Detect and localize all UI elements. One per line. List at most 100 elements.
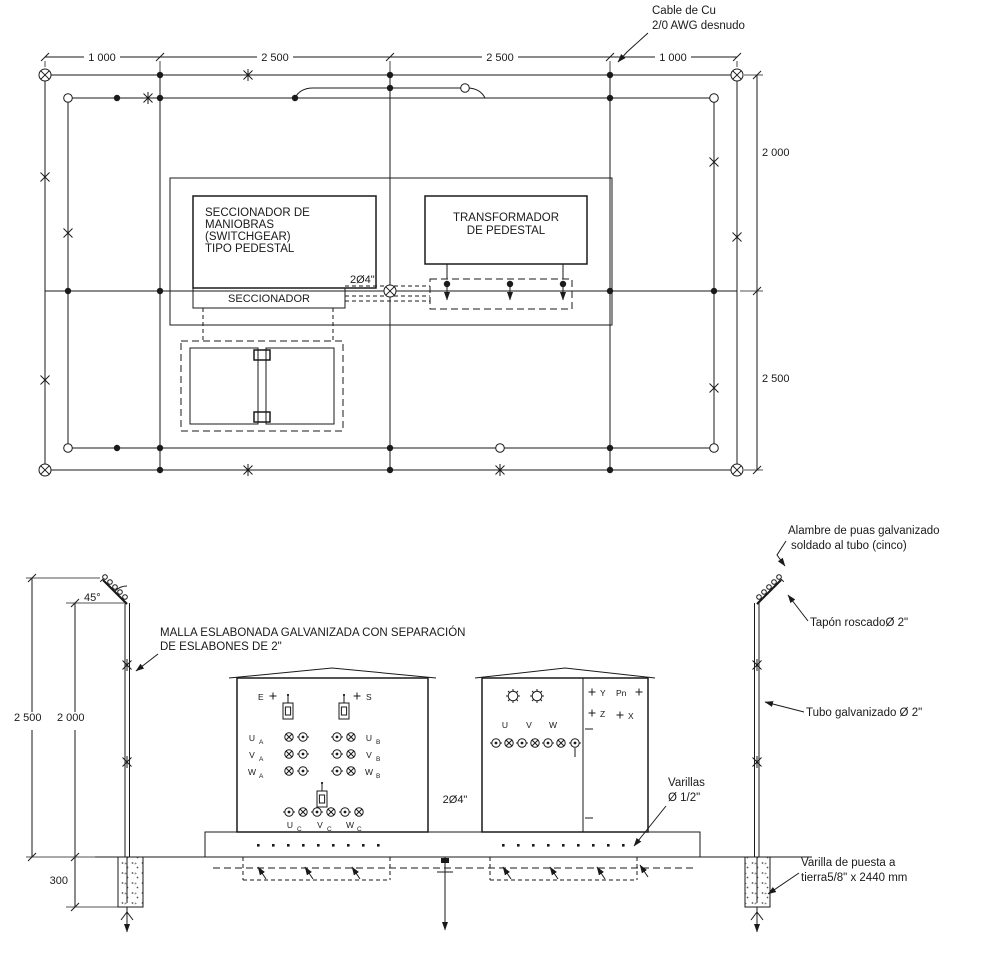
fuse-icon	[282, 693, 294, 720]
cap-note: Tapón roscadoØ 2"	[787, 594, 908, 629]
plan-view: 1 000 2 500 2 500 1 000 2 000 2 500 Cabl…	[38, 5, 790, 477]
barbed-note-line: soldado al tubo (cinco)	[791, 540, 907, 552]
leader-line	[776, 540, 787, 567]
transformer-body	[481, 677, 649, 833]
junction-dot-icon	[113, 94, 121, 102]
junction-dot-icon	[386, 466, 394, 474]
fuse-icon	[338, 693, 350, 720]
mesh-tie-icon	[752, 755, 762, 769]
plan-dimension-right: 2 000 2 500	[740, 70, 790, 475]
switchgear-label-line: MANIOBRAS	[205, 219, 274, 231]
terminal-label: Z	[600, 709, 605, 719]
conduit-label: 2Ø4"	[443, 794, 468, 806]
leader-line	[135, 653, 159, 672]
right-fence-post	[752, 574, 785, 857]
duct-bank-cell	[265, 347, 335, 425]
mesh-tie-icon	[122, 658, 132, 672]
switchgear-body	[236, 677, 429, 833]
ground-grid	[44, 74, 738, 471]
ground-rod-icon	[63, 226, 73, 240]
tube-note: Tubo galvanizado Ø 2"	[764, 701, 922, 719]
junction-dot-icon	[606, 466, 614, 474]
grid-inner-loop	[67, 97, 715, 449]
cable-joint-icon	[709, 443, 719, 453]
corner-rod-icon	[383, 284, 397, 298]
terminal-label: U	[287, 820, 293, 830]
transformer-box	[424, 195, 588, 265]
ground-rod-icon	[40, 170, 50, 184]
foundation-rebar	[213, 844, 695, 931]
leader-line	[764, 701, 805, 713]
mesh-note-line: MALLA ESLABONADA GALVANIZADA CON SEPARAC…	[160, 626, 466, 639]
bushing-icon	[346, 766, 356, 776]
corner-rod-icon	[38, 463, 52, 477]
terminal-label: W	[248, 767, 256, 777]
terminal-label: X	[628, 711, 634, 721]
junction-dot-icon	[156, 287, 164, 295]
junction-dot-icon	[710, 287, 718, 295]
mesh-note: MALLA ESLABONADA GALVANIZADA CON SEPARAC…	[135, 626, 466, 672]
cable-joint-icon	[709, 93, 719, 103]
ground-rod-icon	[40, 373, 50, 387]
dim-label: 2 500	[762, 373, 790, 385]
bushing-icon	[530, 738, 540, 748]
terminal-subscript: A	[259, 756, 264, 763]
terminal-cross-icon	[353, 692, 361, 700]
mesh-tie-icon	[122, 755, 132, 769]
terminal-subscript: B	[376, 756, 380, 763]
bushing-icon	[346, 732, 356, 742]
bushing-icon	[282, 807, 296, 817]
terminal-subscript: C	[357, 826, 362, 833]
elevation-view: 45°	[14, 525, 940, 933]
hv-bushing-icon	[505, 688, 521, 704]
terminal-cross-icon	[635, 688, 643, 696]
center-ground-rod	[437, 857, 453, 931]
bushing-icon	[330, 749, 344, 759]
bushing-icon	[346, 749, 356, 759]
terminal-cross-icon	[269, 692, 277, 700]
cable-joint-icon	[460, 83, 470, 93]
grid-outer-loop	[44, 74, 738, 471]
terminal-subscript: B	[376, 773, 380, 780]
junction-dot-icon	[386, 84, 394, 92]
foundation-slab	[204, 831, 701, 858]
dim-label: 2 500	[14, 712, 42, 724]
terminal-subscript: C	[297, 826, 302, 833]
dim-label: 1 000	[659, 52, 687, 64]
terminal-label: V	[366, 750, 372, 760]
ground-rod-note-line: tierra5/8" x 2440 mm	[801, 872, 907, 884]
terminal-label: V	[249, 750, 255, 760]
terminal-subscript: C	[327, 826, 332, 833]
terminal-label: U	[249, 733, 255, 743]
dim-label: 1 000	[88, 52, 116, 64]
disconnect-label: SECCIONADOR	[228, 293, 310, 305]
bushing-icon	[296, 732, 310, 742]
bushing-icon	[310, 807, 324, 817]
junction-dot-icon	[606, 71, 614, 79]
mesh-note-line: DE ESLABONES DE 2"	[160, 641, 282, 653]
ground-rod-icon	[732, 230, 742, 244]
leader-line	[787, 594, 809, 622]
left-fence-post: 45°	[84, 574, 132, 857]
ground-rod-note: Varilla de puesta a tierra5/8" x 2440 mm	[767, 857, 907, 895]
varillas-note-line: Varillas	[668, 777, 705, 789]
corner-rod-icon	[730, 68, 744, 82]
bushing-icon	[284, 766, 294, 776]
tube-note-text: Tubo galvanizado Ø 2"	[806, 707, 922, 719]
bushing-icon	[568, 738, 582, 748]
terminal-label: W	[346, 820, 354, 830]
transformer-cabinet: U V W Y Pn Z X	[474, 667, 656, 833]
barbed-note-line: Alambre de puas galvanizado	[788, 525, 940, 537]
cap-note-text: Tapón roscadoØ 2"	[810, 617, 908, 629]
terminal-cross-icon	[588, 709, 596, 717]
ground-rod-icon	[709, 381, 719, 395]
dim-label: 2 500	[261, 52, 289, 64]
terminal-label: S	[366, 692, 372, 702]
barbed-wire-icon	[756, 574, 782, 600]
transformer-label-line: DE PEDESTAL	[467, 225, 546, 237]
dim-label: 2 000	[57, 712, 85, 724]
bushing-icon	[296, 749, 310, 759]
concrete-footing	[117, 856, 144, 908]
